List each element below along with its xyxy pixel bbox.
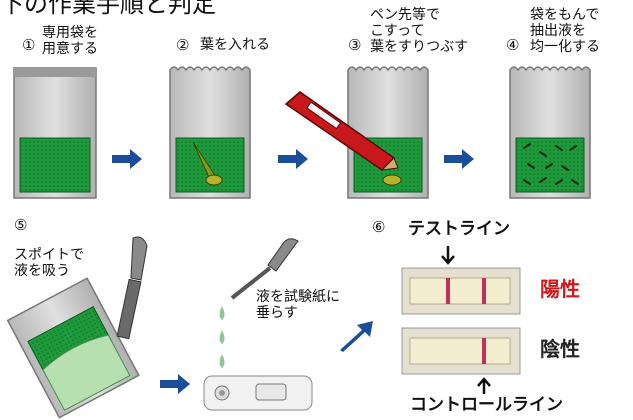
bag-1-icon — [13, 67, 97, 199]
negative-strip-icon — [401, 327, 521, 375]
step-3-label-line-1: ペン先等で — [370, 7, 440, 23]
dropper-2-icon — [230, 238, 299, 300]
step-5-label-line-2: 液を吸う — [14, 263, 70, 279]
step-4-number: ④ — [506, 36, 520, 54]
test-cassette-icon — [203, 375, 313, 411]
bag-3-icon — [347, 66, 429, 199]
step-4-label-line-3: 均一化する — [530, 39, 600, 55]
step-5-number: ⑤ — [14, 216, 28, 234]
test-line-label: テストライン — [408, 219, 510, 239]
step-6-number: ⑥ — [372, 218, 386, 236]
step-1-label-line-1: 専用袋を — [42, 25, 98, 41]
bag-2-icon — [169, 66, 251, 199]
drop-label-line-2: 垂らす — [256, 305, 298, 321]
negative-label: 陰性 — [540, 337, 580, 361]
step-1-label-line-2: 用意する — [42, 41, 98, 57]
droplets-icon — [219, 306, 225, 368]
step-1-number: ① — [22, 36, 36, 54]
bag-4-icon — [509, 66, 591, 199]
arrow-icons — [112, 149, 474, 394]
pen-icon — [284, 91, 399, 171]
step-4-label-line-1: 袋をもんで — [530, 7, 600, 23]
positive-strip-icon — [401, 267, 521, 315]
step-2-label-line-1: 葉を入れる — [200, 37, 270, 53]
step-4-label-line-2: 抽出液を — [530, 23, 586, 39]
control-line-label: コントロールライン — [410, 395, 563, 415]
step-2-number: ② — [176, 36, 190, 54]
pointer-arrows-icon — [441, 246, 491, 394]
dropper-icon — [116, 236, 148, 340]
positive-label: 陽性 — [540, 277, 580, 301]
step-3-label-line-2: こすって — [370, 23, 425, 39]
step-5-label-line-1: スポイトで — [14, 247, 84, 263]
bag-5-icon — [6, 277, 140, 419]
step-3-number: ③ — [348, 36, 362, 54]
page-title: 下の作業手順と判定 — [0, 0, 216, 18]
step-3-label-line-3: 葉をすりつぶす — [370, 39, 469, 55]
drop-label-line-1: 液を試験紙に — [256, 289, 340, 305]
